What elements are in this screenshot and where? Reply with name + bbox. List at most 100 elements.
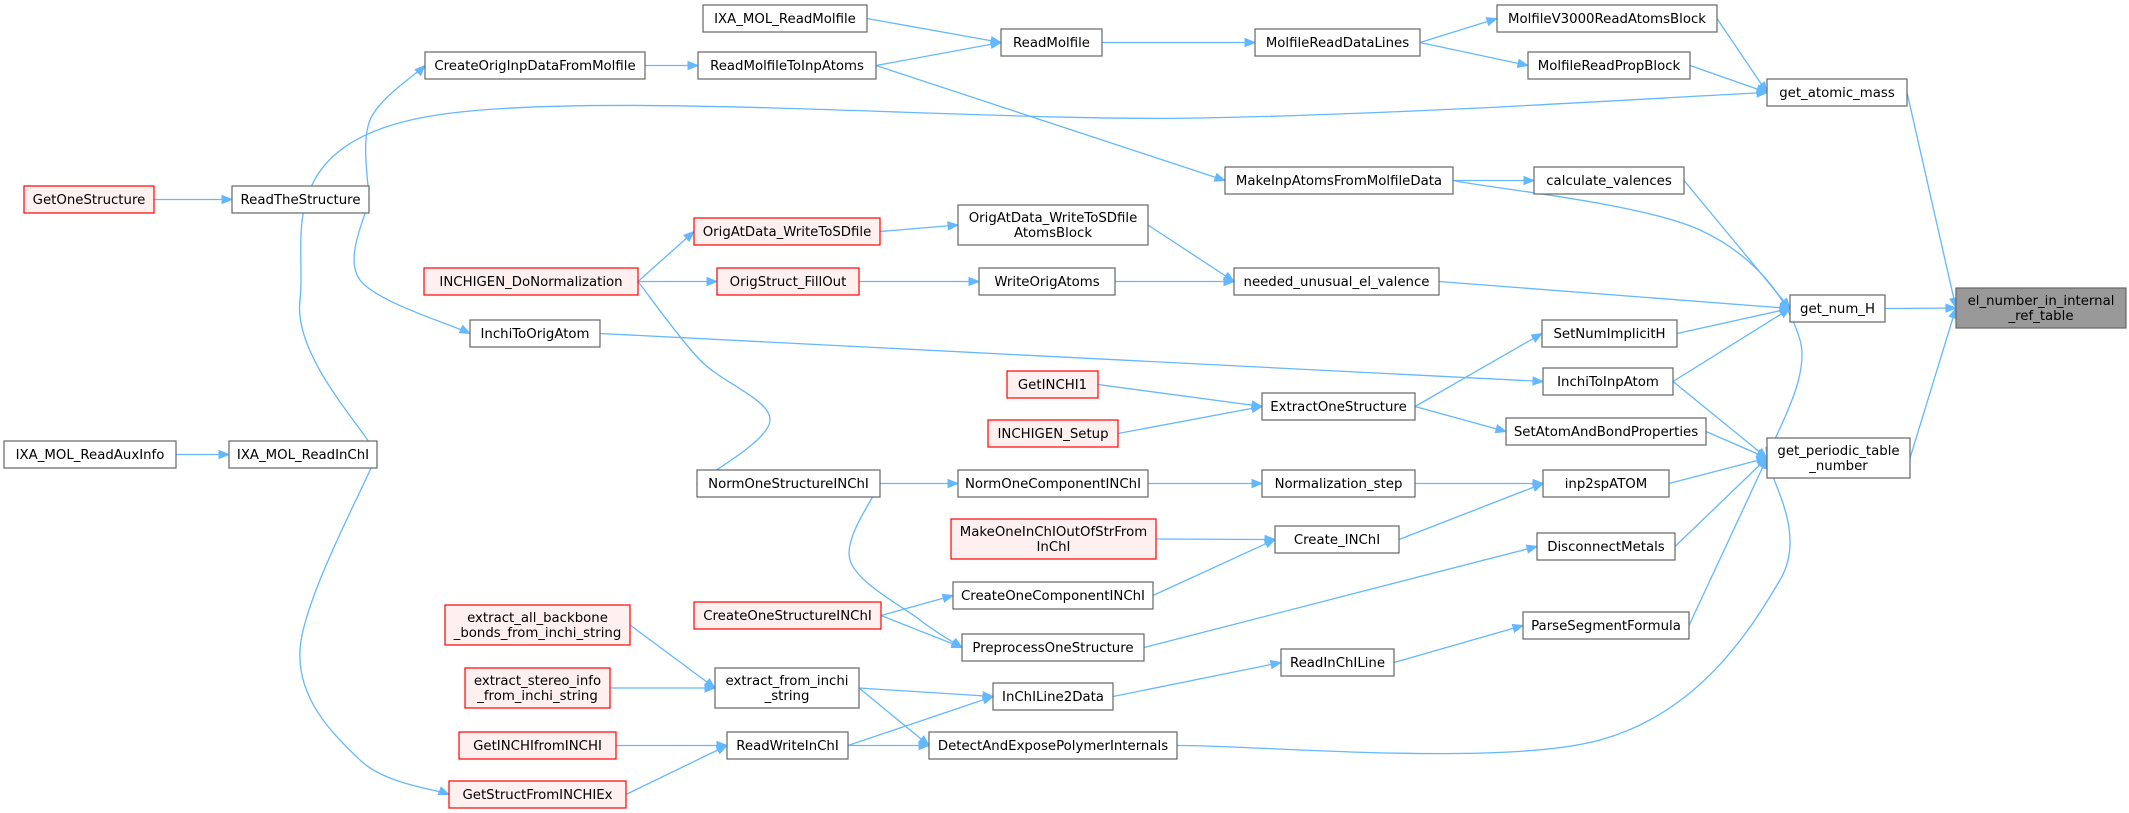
edge-Create_INChI-to-inp2spATOM [1398,482,1544,541]
node-InChILine2Data[interactable]: InChILine2Data [992,682,1114,711]
node-NormOneStructure[interactable]: NormOneStructureINChI [696,469,881,498]
node-box [444,604,631,646]
node-label: _number [1808,459,1868,474]
node-box [1789,294,1886,323]
edge-MakeInpAtoms-to-get_periodic [1452,179,1803,459]
node-DisconnectMetals[interactable]: DisconnectMetals [1536,532,1676,561]
node-box [1955,287,2127,329]
node-CreateOrigInp[interactable]: CreateOrigInpDataFromMolfile [424,51,646,80]
node-label: extract_all_backbone [467,611,608,626]
arrow-IXA_MOL_ReadAuxInfo-to-IXA_MOL_ReadInChI [218,449,231,460]
edge-ExtractOneStructure-to-SetNumImplicitH [1414,332,1543,408]
node-label: WriteOrigAtoms [994,275,1099,290]
node-IXA_MOL_ReadInChI[interactable]: IXA_MOL_ReadInChI [228,440,378,469]
node-GetStructFromINCHIEx[interactable]: GetStructFromINCHIEx [448,780,627,809]
node-WriteOrigAtoms[interactable]: WriteOrigAtoms [978,267,1116,296]
node-GetINCHIfromINCHI[interactable]: GetINCHIfromINCHI [458,731,617,760]
node-OrigAt_WriteSD[interactable]: OrigAtData_WriteToSDfile [693,217,881,246]
node-ReadMolfileToInpAtoms[interactable]: ReadMolfileToInpAtoms [697,51,877,80]
node-label: el_number_in_internal [1968,294,2115,309]
arrow-MakeInpAtoms-to-calculate_valences [1523,175,1536,186]
node-Create_INChI[interactable]: Create_INChI [1274,525,1400,554]
node-InchiToInpAtom[interactable]: InchiToInpAtom [1542,367,1674,396]
node-ReadInChILine[interactable]: ReadInChILine [1280,648,1395,677]
arrow-Create_INChI-to-inp2spATOM [1531,482,1545,492]
node-MolfileReadDataLines[interactable]: MolfileReadDataLines [1254,28,1421,57]
node-box [696,469,881,498]
node-label: MolfileV3000ReadAtomsBlock [1508,12,1706,27]
node-DetectAndExpose[interactable]: DetectAndExposePolymerInternals [928,731,1178,760]
node-box [726,731,849,760]
node-extract_from_inchi[interactable]: extract_from_inchi_string [714,667,860,709]
edge-ReadTheStructure-to-InchiToOrigAtom [353,199,471,335]
node-PreprocessOne[interactable]: PreprocessOneStructure [961,633,1145,662]
node-label: get_atomic_mass [1779,86,1895,101]
node-box [714,667,860,709]
node-SetNumImplicitH[interactable]: SetNumImplicitH [1541,319,1678,348]
node-label: extract_from_inchi [726,674,849,689]
call-edges [154,17,1959,796]
node-ParseSegmentFormula[interactable]: ParseSegmentFormula [1522,611,1690,640]
node-ExtractOneStructure[interactable]: ExtractOneStructure [1261,392,1416,421]
node-box [1505,417,1707,446]
node-INCHIGEN_Setup[interactable]: INCHIGEN_Setup [987,419,1119,448]
edge-ReadMolfileToInpAtoms-to-MakeInpAtoms [875,64,1226,182]
node-label: InChILine2Data [1002,690,1104,705]
edge-ParseSegmentFormula-to-get_periodic [1688,457,1768,626]
node-ReadWriteInChI[interactable]: ReadWriteInChI [726,731,849,760]
node-IXA_MOL_ReadAuxInfo[interactable]: IXA_MOL_ReadAuxInfo [3,440,177,469]
node-get_atomic_mass[interactable]: get_atomic_mass [1766,78,1908,107]
arrow-ReadTheStructure-to-CreateOrigInp [414,64,426,77]
node-MolV3000[interactable]: MolfileV3000ReadAtomsBlock [1496,4,1718,33]
node-box [952,581,1154,610]
node-box [950,518,1157,560]
node-ReadTheStructure[interactable]: ReadTheStructure [231,185,370,214]
node-MakeInpAtoms[interactable]: MakeInpAtomsFromMolfileData [1224,166,1454,195]
arrow-GetStructFromINCHIEx-to-ReadWriteInChI [715,744,729,755]
node-CreateOneComponent[interactable]: CreateOneComponentINChI [952,581,1154,610]
node-box [992,682,1114,711]
node-Normalization_step[interactable]: Normalization_step [1261,469,1416,498]
node-label: GetStructFromINCHIEx [462,788,612,803]
node-get_periodic[interactable]: get_periodic_table_number [1766,437,1911,479]
node-MolfileReadPropBlock[interactable]: MolfileReadPropBlock [1527,51,1691,80]
arrow-IXA_MOL_ReadInChI-to-get_atomic_mass [1756,88,1769,98]
edge-InchiToOrigAtom-to-InchiToInpAtom [599,332,1544,383]
function-nodes: el_number_in_internal_ref_tableget_atomi… [3,4,2127,809]
node-InchiToOrigAtom[interactable]: InchiToOrigAtom [469,319,601,348]
node-ReadMolfile[interactable]: ReadMolfile [1000,28,1103,57]
node-NormOneComponent[interactable]: NormOneComponentINChI [957,469,1149,498]
node-label: SetNumImplicitH [1553,327,1665,342]
node-label: IXA_MOL_ReadInChI [237,448,369,463]
node-INCHIGEN_DoNorm[interactable]: INCHIGEN_DoNormalization [423,267,639,296]
node-GetOneStructure[interactable]: GetOneStructure [23,185,155,214]
node-label: Normalization_step [1275,477,1403,492]
node-label: OrigStruct_FillOut [730,275,847,290]
node-inp2spATOM[interactable]: inp2spATOM [1542,469,1670,498]
node-label: INCHIGEN_Setup [997,427,1108,442]
node-needed_unusual[interactable]: needed_unusual_el_valence [1233,267,1440,296]
node-label: CreateOrigInpDataFromMolfile [434,59,635,74]
edge-MolfileReadPropBlock-to-get_atomic_mass [1689,64,1768,94]
arrow-WriteOrigAtoms-to-needed_unusual [1223,276,1236,287]
node-CreateOneStructure[interactable]: CreateOneStructureINChI [693,601,882,630]
edge-ReadMolfileToInpAtoms-to-ReadMolfile [875,41,1002,67]
edge-inp2spATOM-to-get_periodic [1668,457,1768,485]
node-extract_stereo[interactable]: extract_stereo_info_from_inchi_string [464,667,611,709]
node-OrigStruct_FillOut[interactable]: OrigStruct_FillOut [716,267,860,296]
node-extract_all_backbone[interactable]: extract_all_backbone_bonds_from_inchi_st… [444,604,631,646]
arrow-INCHIGEN_Setup-to-ExtractOneStructure [1250,403,1264,414]
node-IXA_MOL_ReadMolfile[interactable]: IXA_MOL_ReadMolfile [702,4,868,33]
edge-PreprocessOne-to-DisconnectMetals [1143,545,1538,649]
node-SetAtomAndBond[interactable]: SetAtomAndBondProperties [1505,417,1707,446]
arrow-NormOneComponent-to-Normalization_step [1251,478,1264,489]
node-GetINCHI1[interactable]: GetINCHI1 [1006,370,1099,399]
node-calculate_valences[interactable]: calculate_valences [1533,166,1685,195]
node-get_num_H[interactable]: get_num_H [1789,294,1886,323]
edge-extract_from_inchi-to-DetectAndExpose [858,687,930,747]
node-label: Create_INChI [1294,533,1380,548]
node-label: _from_inchi_string [476,689,598,704]
node-box [978,267,1116,296]
